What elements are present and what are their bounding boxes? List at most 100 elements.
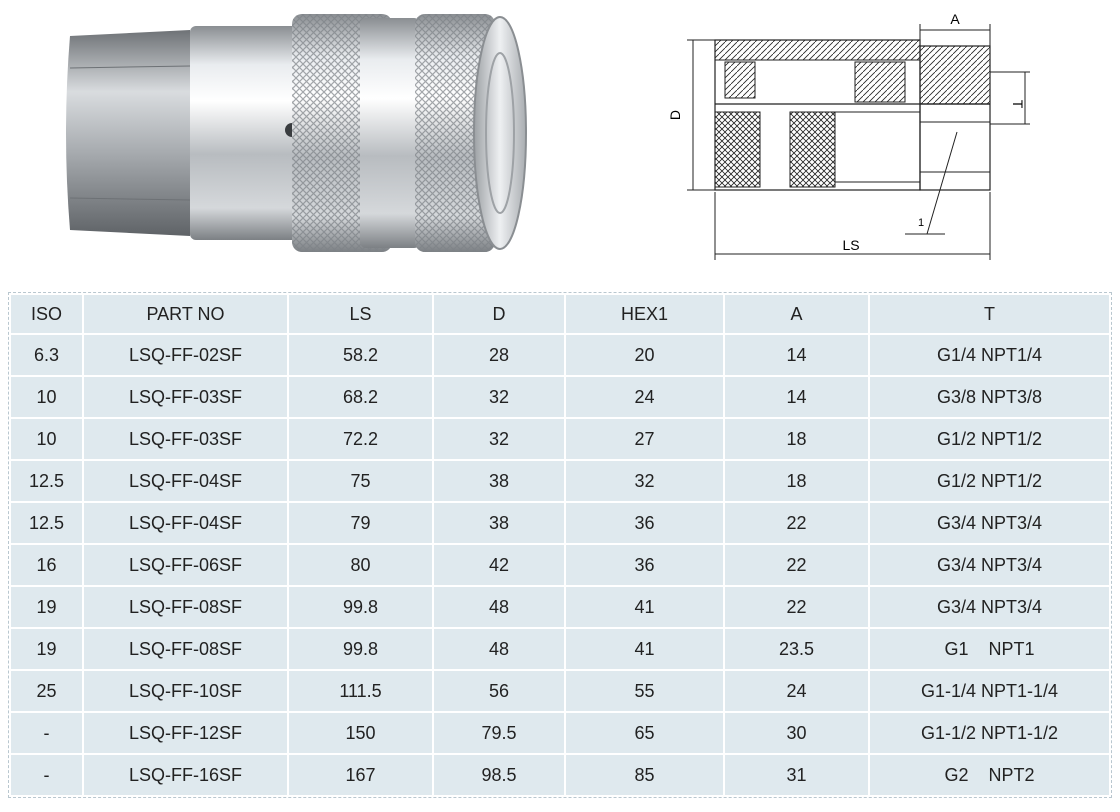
cell-hex1: 85 <box>566 755 723 795</box>
cell-d: 32 <box>434 377 564 417</box>
cell-iso: 12.5 <box>11 461 82 501</box>
cell-t: G3/4 NPT3/4 <box>870 545 1109 585</box>
cell-iso: - <box>11 755 82 795</box>
cell-ls: 111.5 <box>289 671 432 711</box>
cell-hex1: 65 <box>566 713 723 753</box>
cell-a: 22 <box>725 545 868 585</box>
table-header-row: ISO PART NO LS D HEX1 A T <box>11 295 1109 333</box>
cell-iso: 10 <box>11 419 82 459</box>
cell-part-no: LSQ-FF-06SF <box>84 545 287 585</box>
cell-hex1: 55 <box>566 671 723 711</box>
cell-part-no: LSQ-FF-04SF <box>84 503 287 543</box>
cell-t: G3/4 NPT3/4 <box>870 503 1109 543</box>
cell-a: 22 <box>725 503 868 543</box>
cell-a: 24 <box>725 671 868 711</box>
cell-ls: 80 <box>289 545 432 585</box>
cell-t: G1/4 NPT1/4 <box>870 335 1109 375</box>
cell-t: G1/2 NPT1/2 <box>870 419 1109 459</box>
cell-hex1: 24 <box>566 377 723 417</box>
cell-ls: 150 <box>289 713 432 753</box>
cell-t: G1-1/4 NPT1-1/4 <box>870 671 1109 711</box>
cell-a: 14 <box>725 377 868 417</box>
cell-a: 18 <box>725 419 868 459</box>
cell-d: 42 <box>434 545 564 585</box>
cell-part-no: LSQ-FF-03SF <box>84 419 287 459</box>
cell-ls: 58.2 <box>289 335 432 375</box>
dim-t-label: T <box>1010 100 1026 109</box>
cell-a: 31 <box>725 755 868 795</box>
col-hex1: HEX1 <box>566 295 723 333</box>
cell-a: 22 <box>725 587 868 627</box>
cell-d: 28 <box>434 335 564 375</box>
cell-part-no: LSQ-FF-02SF <box>84 335 287 375</box>
cell-a: 23.5 <box>725 629 868 669</box>
cell-hex1: 36 <box>566 503 723 543</box>
dim-ls-label: LS <box>842 237 859 253</box>
col-part-no: PART NO <box>84 295 287 333</box>
dim-a-label: A <box>950 12 960 27</box>
cell-d: 79.5 <box>434 713 564 753</box>
cell-t: G1-1/2 NPT1-1/2 <box>870 713 1109 753</box>
cell-ls: 68.2 <box>289 377 432 417</box>
cell-part-no: LSQ-FF-08SF <box>84 587 287 627</box>
cell-t: G3/8 NPT3/8 <box>870 377 1109 417</box>
cell-part-no: LSQ-FF-03SF <box>84 377 287 417</box>
cell-a: 30 <box>725 713 868 753</box>
cell-iso: 25 <box>11 671 82 711</box>
cell-hex1: 32 <box>566 461 723 501</box>
section-drawing: A D T LS 1 <box>667 12 1030 260</box>
cell-hex1: 41 <box>566 587 723 627</box>
cell-hex1: 41 <box>566 629 723 669</box>
cell-part-no: LSQ-FF-04SF <box>84 461 287 501</box>
dim-d-label: D <box>667 110 683 120</box>
cell-ls: 72.2 <box>289 419 432 459</box>
col-t: T <box>870 295 1109 333</box>
cell-t: G1/2 NPT1/2 <box>870 461 1109 501</box>
cell-t: G1 NPT1 <box>870 629 1109 669</box>
cell-d: 98.5 <box>434 755 564 795</box>
cell-hex1: 36 <box>566 545 723 585</box>
cell-part-no: LSQ-FF-16SF <box>84 755 287 795</box>
cell-iso: - <box>11 713 82 753</box>
cell-iso: 16 <box>11 545 82 585</box>
cell-d: 38 <box>434 503 564 543</box>
cell-ls: 167 <box>289 755 432 795</box>
cell-ls: 99.8 <box>289 587 432 627</box>
cell-t: G2 NPT2 <box>870 755 1109 795</box>
cell-d: 48 <box>434 587 564 627</box>
cell-d: 32 <box>434 419 564 459</box>
col-d: D <box>434 295 564 333</box>
cell-a: 14 <box>725 335 868 375</box>
col-ls: LS <box>289 295 432 333</box>
cell-ls: 99.8 <box>289 629 432 669</box>
cell-ls: 75 <box>289 461 432 501</box>
cell-d: 56 <box>434 671 564 711</box>
cell-part-no: LSQ-FF-12SF <box>84 713 287 753</box>
cell-part-no: LSQ-FF-10SF <box>84 671 287 711</box>
cell-hex1: 27 <box>566 419 723 459</box>
cell-iso: 12.5 <box>11 503 82 543</box>
cell-ls: 79 <box>289 503 432 543</box>
dim-hex-label: 1 <box>918 217 924 229</box>
cell-part-no: LSQ-FF-08SF <box>84 629 287 669</box>
cell-hex1: 20 <box>566 335 723 375</box>
cell-iso: 19 <box>11 587 82 627</box>
cell-iso: 19 <box>11 629 82 669</box>
cell-t: G3/4 NPT3/4 <box>870 587 1109 627</box>
cell-a: 18 <box>725 461 868 501</box>
coupling-photo <box>66 14 527 252</box>
cell-iso: 10 <box>11 377 82 417</box>
cell-iso: 6.3 <box>11 335 82 375</box>
